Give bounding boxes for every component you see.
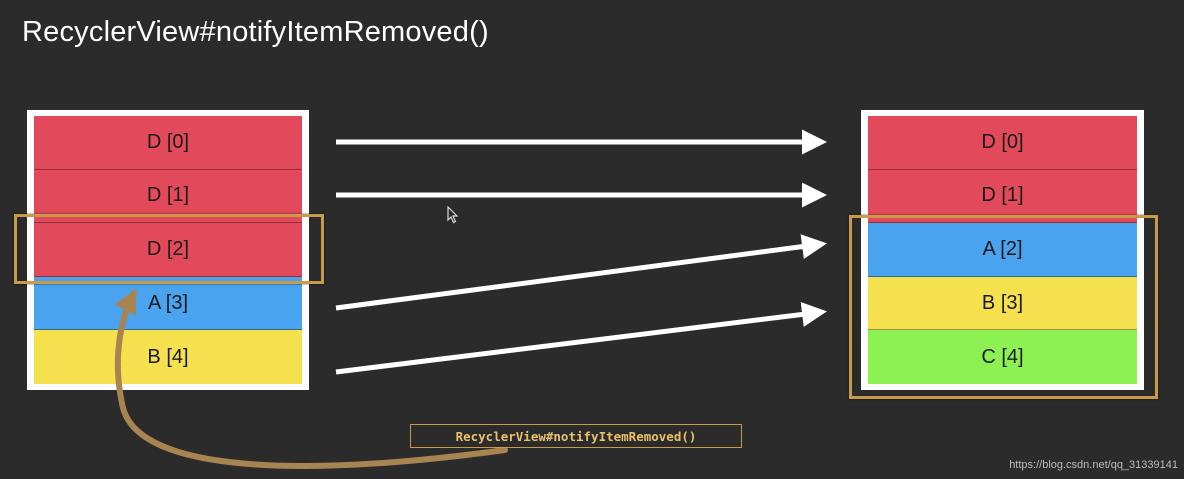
list-item: B [3] xyxy=(868,276,1137,331)
list-item: D [2] xyxy=(34,223,302,277)
mouse-cursor-icon xyxy=(447,206,459,224)
list-item: D [0] xyxy=(868,116,1137,170)
list-item: A [3] xyxy=(34,276,302,331)
list-item: D [0] xyxy=(34,116,302,170)
list-item: A [2] xyxy=(868,223,1137,277)
removed-item-highlight xyxy=(14,214,324,284)
list-item: B [4] xyxy=(34,330,302,384)
slide-title: RecyclerView#notifyItemRemoved() xyxy=(22,16,489,48)
call-label: RecyclerView#notifyItemRemoved() xyxy=(410,424,742,448)
list-item: D [1] xyxy=(868,169,1137,224)
list-item: C [4] xyxy=(868,330,1137,384)
shifted-items-highlight xyxy=(849,215,1158,399)
arrow-b xyxy=(335,302,827,375)
after-list: D [0] D [1] A [2] B [3] C [4] xyxy=(861,110,1144,390)
call-arrow xyxy=(114,288,508,469)
watermark: https://blog.csdn.net/qq_31339141 xyxy=(1009,459,1178,471)
arrow-a xyxy=(335,234,827,311)
